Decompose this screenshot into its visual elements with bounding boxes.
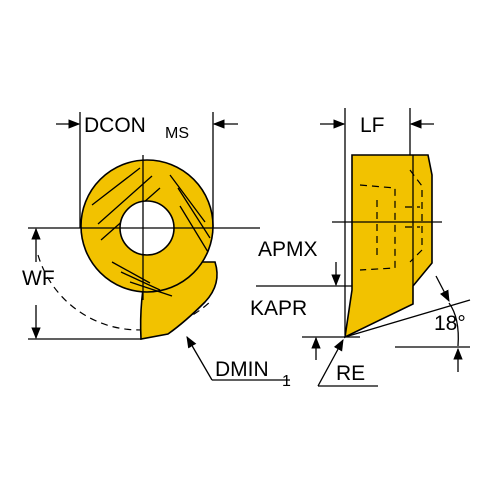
dmin-label: DMIN bbox=[215, 358, 269, 381]
side-hidden-lines bbox=[359, 169, 423, 271]
dmin-leader bbox=[186, 335, 213, 381]
re-label: RE bbox=[336, 362, 365, 385]
lf-label: LF bbox=[360, 114, 385, 137]
dmin-subscript: 1 bbox=[282, 373, 291, 390]
angle-label: 18° bbox=[434, 312, 466, 335]
apmx-label: APMX bbox=[258, 238, 318, 261]
front-view: DCON MS WF DMIN 1 bbox=[22, 112, 291, 390]
dcon-label: DCON bbox=[84, 114, 146, 137]
side-view: LF APMX KAPR 18° RE bbox=[250, 108, 471, 387]
angle-edge-line bbox=[344, 299, 471, 338]
re-leader bbox=[317, 338, 344, 387]
kapr-label: KAPR bbox=[250, 297, 307, 320]
angle-arrow-top bbox=[435, 275, 450, 303]
dcon-subscript: MS bbox=[165, 125, 189, 142]
angle-arc bbox=[448, 302, 459, 347]
wf-label: WF bbox=[22, 267, 55, 290]
